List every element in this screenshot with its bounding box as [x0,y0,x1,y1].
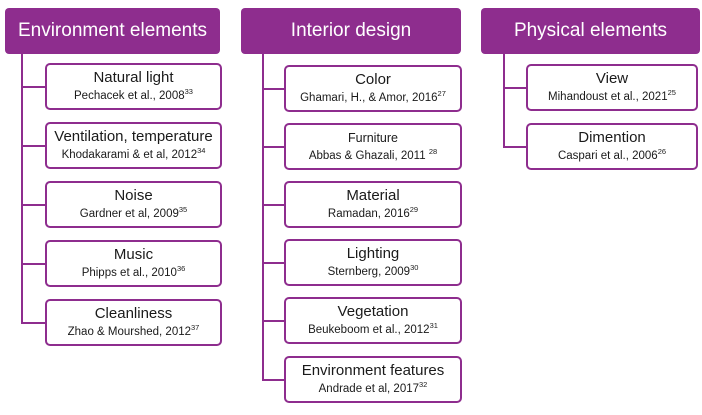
connector-trunk [21,54,23,323]
item-title: Furniture [347,131,399,145]
item-title: View [595,70,629,87]
citation-number: 28 [428,147,438,157]
item-box: Dimention Caspari et al., 200626 [526,123,698,170]
item-reference: Sternberg, 200930 [327,263,419,278]
item-title: Music [113,246,154,263]
item-title: Color [355,71,391,88]
connector-branch [262,379,284,381]
item-box: Color Ghamari, H., & Amor, 201627 [284,65,462,112]
item-title: Dimention [578,129,646,146]
item-box: Ventilation, temperature Khodakarami & e… [45,122,222,169]
citation-number: 30 [410,263,419,273]
item-reference: Caspari et al., 200626 [557,147,667,162]
citation-number: 34 [197,146,206,156]
item-reference: Beukeboom et al., 201231 [308,321,438,336]
column-header: Interior design [241,8,461,54]
item-box: Natural light Pechacek et al., 200833 [45,63,222,110]
item-title: Cleanliness [94,305,173,322]
citation-number: 37 [191,323,200,333]
item-reference: Ramadan, 201629 [327,205,419,220]
item-box: Cleanliness Zhao & Mourshed, 201237 [45,299,222,346]
connector-trunk [503,54,505,148]
connector-branch [503,87,526,89]
item-title: Vegetation [337,303,409,320]
citation-number: 31 [429,321,438,331]
item-box: Lighting Sternberg, 200930 [284,239,462,286]
citation-number: 32 [419,380,428,390]
item-reference: Andrade et al, 201732 [318,380,428,395]
connector-branch [262,320,284,322]
item-box: Noise Gardner et al, 200935 [45,181,222,228]
column-header: Physical elements [481,8,700,54]
item-reference: Pechacek et al., 200833 [74,87,193,102]
item-title: Environment features [301,362,445,379]
item-box: Environment features Andrade et al, 2017… [284,356,462,403]
item-title: Material [346,187,400,204]
connector-branch [21,145,45,147]
item-box: Material Ramadan, 201629 [284,181,462,228]
citation-number: 36 [176,264,186,274]
item-box: Vegetation Beukeboom et al., 201231 [284,297,462,344]
item-box: View Mihandoust et al., 202125 [526,64,698,111]
citation-number: 27 [437,89,446,99]
connector-branch [21,322,45,324]
column-header: Environment elements [5,8,220,54]
item-reference: Gardner et al, 200935 [79,205,188,220]
citation-number: 35 [178,205,188,215]
connector-branch [21,204,45,206]
citation-number: 33 [184,87,193,97]
item-reference: Abbas & Ghazali, 2011 28 [308,147,438,162]
citation-number: 25 [667,88,676,98]
item-title: Ventilation, temperature [54,128,213,145]
citation-number: 29 [409,205,419,215]
item-box: Furniture Abbas & Ghazali, 2011 28 [284,123,462,170]
item-reference: Ghamari, H., & Amor, 201627 [300,89,446,104]
connector-branch [21,86,45,88]
item-reference: Phipps et al., 201036 [81,264,186,279]
item-box: Music Phipps et al., 201036 [45,240,222,287]
item-title: Lighting [346,245,400,262]
connector-branch [503,146,526,148]
connector-branch [21,263,45,265]
connector-branch [262,204,284,206]
citation-number: 26 [657,147,667,157]
connector-trunk [262,54,264,380]
item-title: Noise [114,187,153,204]
item-title: Natural light [93,69,174,86]
item-reference: Khodakarami & et al, 201234 [61,146,206,161]
connector-branch [262,146,284,148]
connector-branch [262,262,284,264]
item-reference: Zhao & Mourshed, 201237 [67,323,200,338]
connector-branch [262,88,284,90]
item-reference: Mihandoust et al., 202125 [548,88,676,103]
